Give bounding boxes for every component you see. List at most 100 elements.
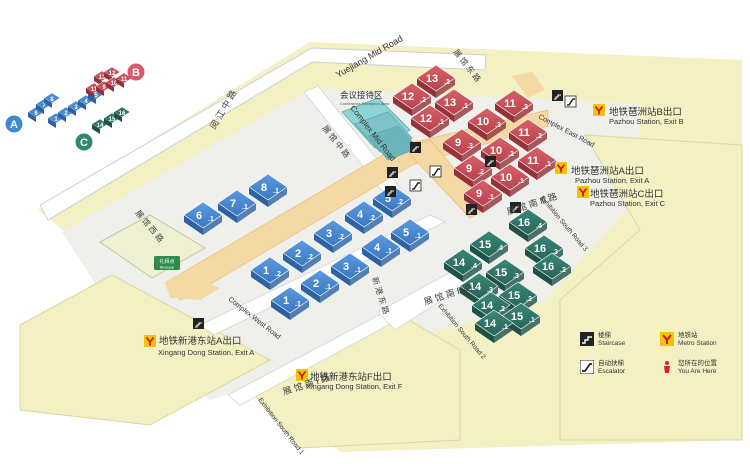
overview-hall-number: 2 (64, 111, 68, 117)
hall-6-1[interactable]: 6.1 (183, 201, 223, 235)
hall-16-2[interactable]: 16.2 (532, 252, 572, 286)
mosque-badge (154, 256, 180, 270)
hall-11-3[interactable]: 11.3 (494, 89, 534, 123)
hall-2-1[interactable]: 2.1 (300, 269, 340, 303)
hall-number: 8 (261, 182, 267, 194)
hall-sub-number: .1 (242, 204, 248, 211)
overview-hall-number: 13 (99, 75, 106, 81)
hall-sub-number: .2 (369, 215, 375, 222)
hall-3-2[interactable]: 3.2 (313, 219, 353, 253)
hall-number: 7 (230, 198, 236, 210)
hall-sub-number: .3 (495, 122, 501, 129)
hall-13-2[interactable]: 13.2 (416, 64, 456, 98)
person-icon (664, 361, 670, 373)
hall-4-1[interactable]: 4.1 (361, 233, 401, 267)
hall-11-1[interactable]: 11.1 (517, 146, 557, 180)
hall-8-1[interactable]: 8.1 (248, 173, 288, 207)
staircase-icon (387, 167, 398, 178)
hall-number: 1 (263, 265, 269, 277)
hall-sub-number: .2 (275, 271, 281, 278)
legend-staircase-cn: 楼梯 (598, 332, 611, 339)
hall-number: 15 (495, 267, 507, 279)
hall-10-1[interactable]: 10.1 (490, 163, 530, 197)
hall-number: 13 (444, 97, 456, 109)
metro-exit-xgd-a-cn: 地铁新港东站A出口 (159, 335, 241, 347)
hall-sub-number: .1 (415, 233, 421, 240)
hall-12-1[interactable]: 12.1 (410, 104, 450, 138)
legend-here-cn: 您所在的位置 (678, 360, 717, 367)
hall-16-4[interactable]: 16.4 (508, 208, 548, 242)
hall-sub-number: .1 (295, 301, 301, 308)
legend-escalator-en: Escalator (598, 368, 626, 375)
overview-hall-number: 7 (42, 103, 46, 109)
hall-number: 5 (385, 193, 391, 205)
hall-15-4[interactable]: 15.4 (469, 230, 509, 264)
lower-left-block (19, 274, 272, 426)
hall-sub-number: .1 (462, 103, 468, 110)
hall-15-3[interactable]: 15.3 (485, 258, 525, 292)
hall-14-4[interactable]: 14.4 (443, 248, 483, 282)
hall-number: 10 (490, 145, 502, 157)
overview-hall-number: 9 (102, 85, 106, 91)
overview-hall-number: 11 (91, 87, 98, 93)
hall-sub-number: .1 (529, 317, 535, 324)
hall-number: 12 (402, 91, 414, 103)
corridor-west-arrow (165, 272, 220, 300)
metro-icon (577, 186, 589, 198)
metro-exit-xgd-f-en: Xingang Dong Station, Exit F (306, 382, 403, 391)
metro-icon (593, 104, 605, 116)
overview-hall-number: 8 (50, 97, 54, 103)
hall-1-2[interactable]: 1.2 (250, 256, 290, 290)
hall-number: 15 (508, 290, 520, 302)
overview-hall-number: 14 (97, 123, 104, 129)
legend-metro-cn: 地铁站 (678, 332, 698, 339)
hall-14-1[interactable]: 14.1 (474, 309, 514, 343)
hall-3-1[interactable]: 3.1 (330, 252, 370, 286)
hall-number: 3 (343, 261, 349, 273)
hall-number: 9 (455, 137, 461, 149)
hall-14-2[interactable]: 14.2 (471, 291, 511, 325)
hall-14-3[interactable]: 14.3 (459, 272, 499, 306)
hall-sub-number: .2 (536, 133, 542, 140)
map-icons (144, 90, 605, 381)
hall-sub-number: .2 (560, 267, 566, 274)
hall-10-3[interactable]: 10.3 (467, 107, 507, 141)
metro-exit-xgd-f-cn: 地铁新港东站F出口 (310, 371, 392, 383)
hall-11-2[interactable]: 11.2 (508, 118, 548, 152)
hall-2-2[interactable]: 2.2 (282, 239, 322, 273)
hall-number: 1 (283, 295, 289, 307)
hall-1-1[interactable]: 1.1 (270, 286, 310, 320)
hall-sub-number: .2 (338, 234, 344, 241)
hall-9-2[interactable]: 9.2 (453, 154, 493, 188)
hall-7-1[interactable]: 7.1 (217, 189, 257, 223)
hall-sub-number: .1 (355, 267, 361, 274)
hall-sub-number: .3 (467, 143, 473, 150)
hall-5-1[interactable]: 5.1 (390, 218, 430, 252)
hall-number: 15 (479, 239, 491, 251)
hall-5-2[interactable]: 5.2 (372, 184, 412, 218)
hall-13-1[interactable]: 13.1 (434, 88, 474, 122)
metro-exit-b-cn: 地铁琶洲站B出口 (609, 106, 682, 118)
legend-staircase-en: Staircase (598, 340, 626, 347)
zone-c-badge: C (75, 133, 93, 151)
staircase-icon (410, 142, 421, 153)
overview-hall-number: 6 (34, 111, 38, 117)
hall-4-2[interactable]: 4.2 (344, 200, 384, 234)
escalator-icon (409, 179, 422, 192)
conference-reception-area (341, 97, 419, 161)
hall-12-2[interactable]: 12.2 (392, 82, 432, 116)
overview-hall-number: 3 (74, 105, 78, 111)
hall-9-1[interactable]: 9.1 (463, 179, 503, 213)
hall-number: 11 (527, 155, 539, 167)
hall-9-3[interactable]: 9.3 (442, 128, 482, 162)
hall-sub-number: .4 (497, 245, 503, 252)
hall-sub-number: .4 (471, 263, 477, 270)
hall-sub-number: .3 (513, 273, 519, 280)
metro-icon (296, 369, 308, 381)
hall-sub-number: .2 (478, 169, 484, 176)
hall-sub-number: .2 (420, 97, 426, 104)
hall-sub-number: .1 (545, 161, 551, 168)
